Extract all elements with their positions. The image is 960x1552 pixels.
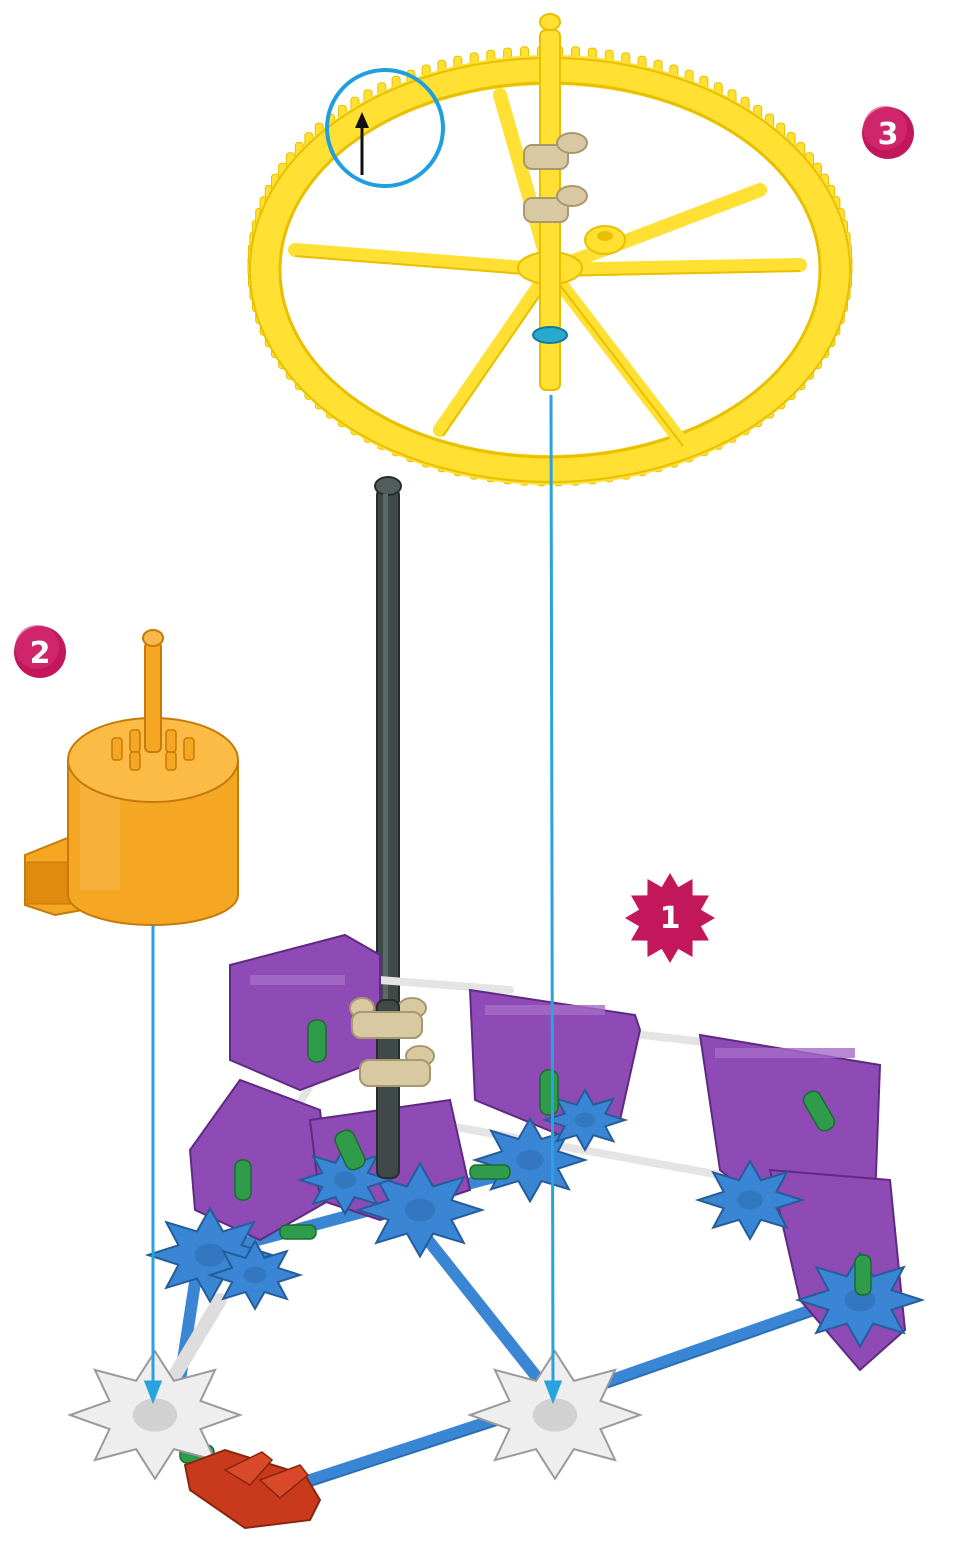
spacer-ring — [533, 327, 567, 343]
step-badge-2: 2 — [14, 625, 66, 678]
step-badge-3: 3 — [862, 106, 914, 159]
step-number-3: 3 — [878, 117, 899, 152]
base-frame — [70, 935, 922, 1528]
orange-motor — [25, 630, 238, 925]
red-corner-connector — [185, 1450, 320, 1528]
step-badge-1: 1 — [625, 873, 715, 963]
step-number-2: 2 — [30, 636, 51, 671]
step-number-1: 1 — [660, 901, 681, 936]
